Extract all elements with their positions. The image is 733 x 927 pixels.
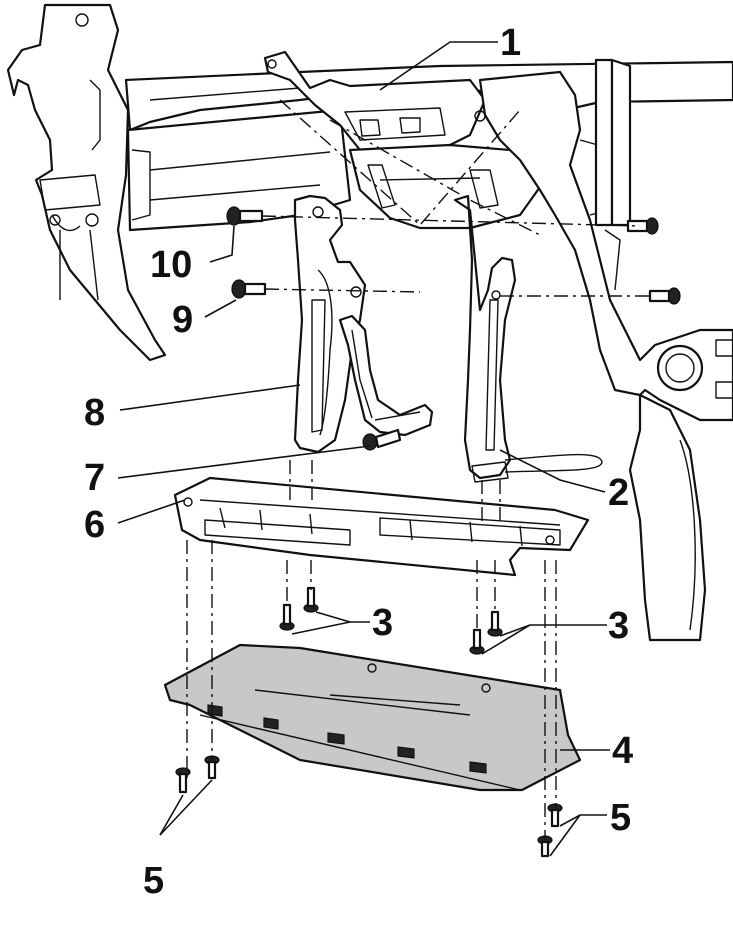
callout-2: 2 bbox=[608, 472, 629, 514]
assembly-lines bbox=[186, 99, 650, 840]
callout-3-right: 3 bbox=[608, 605, 629, 647]
callout-9: 9 bbox=[172, 299, 193, 341]
callout-labels: 1 2 3 3 4 5 5 6 7 8 9 10 bbox=[84, 22, 633, 902]
screw-3b-1 bbox=[469, 628, 485, 655]
dashboard-frame bbox=[6, 3, 733, 642]
bracket-7 bbox=[338, 314, 434, 437]
callout-3-left: 3 bbox=[372, 602, 393, 644]
screw-3a-1 bbox=[279, 603, 295, 631]
bolt-right-lower bbox=[648, 287, 681, 305]
bracket-right-2 bbox=[453, 194, 603, 483]
screw-3b-2 bbox=[487, 610, 503, 637]
screw-5a-1 bbox=[175, 767, 191, 794]
bolt-10 bbox=[226, 206, 264, 226]
screw-3a-2 bbox=[303, 586, 319, 613]
callout-8: 8 bbox=[84, 392, 105, 434]
callout-5-right: 5 bbox=[610, 797, 631, 839]
callout-7: 7 bbox=[84, 457, 105, 499]
leader-lines bbox=[117, 41, 610, 857]
bolts-upper bbox=[226, 206, 681, 451]
screws-5 bbox=[175, 755, 563, 858]
bolt-right-upper bbox=[626, 217, 659, 235]
screw-5b-1 bbox=[547, 803, 563, 828]
tray-4 bbox=[163, 643, 582, 792]
callout-5-left: 5 bbox=[143, 860, 164, 902]
tray-6 bbox=[173, 476, 590, 577]
callout-6: 6 bbox=[84, 504, 105, 546]
bolt-9 bbox=[231, 279, 267, 299]
screws-3 bbox=[279, 586, 503, 655]
callout-1: 1 bbox=[500, 22, 521, 64]
callout-4: 4 bbox=[612, 730, 633, 772]
callout-10: 10 bbox=[150, 244, 192, 286]
